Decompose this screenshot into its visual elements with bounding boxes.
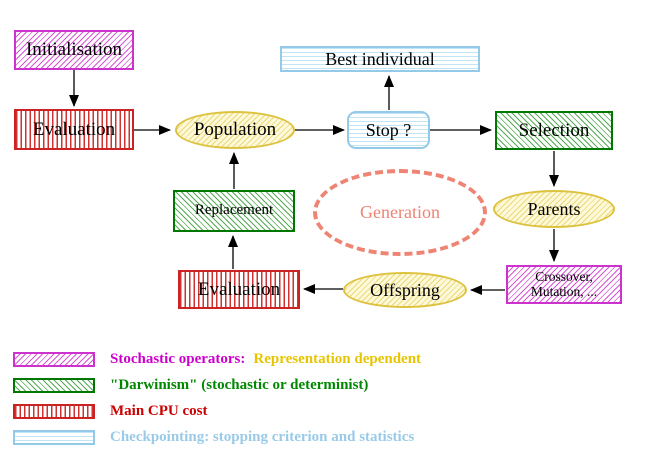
node-crossover-label-line2: Mutation, ... <box>530 283 598 299</box>
node-initialisation-label: Initialisation <box>25 39 123 61</box>
node-evaluation-top: Evaluation <box>14 109 134 150</box>
node-parents: Parents <box>493 190 615 228</box>
legend-swatch-magenta-diagonal <box>13 352 95 367</box>
node-selection-label: Selection <box>518 119 590 141</box>
node-evaluation-bottom-label: Evaluation <box>197 278 281 300</box>
legend-swatch-cyan-horizontal <box>13 430 95 445</box>
node-evaluation-top-label: Evaluation <box>32 118 116 140</box>
legend-label-checkpointing: Checkpointing: stopping criterion and st… <box>110 429 415 445</box>
node-offspring: Offspring <box>343 272 467 308</box>
node-generation-label: Generation <box>360 202 440 223</box>
node-stop-label: Stop ? <box>365 119 412 140</box>
node-selection: Selection <box>495 111 613 150</box>
node-evaluation-bottom: Evaluation <box>178 270 300 309</box>
node-initialisation: Initialisation <box>14 30 134 70</box>
node-replacement-label: Replacement <box>194 202 274 219</box>
legend-label-darwinism: "Darwinism" (stochastic or determinist) <box>110 377 369 393</box>
legend-swatch-red-vertical <box>13 404 95 419</box>
node-best-individual: Best individual <box>280 46 480 72</box>
node-replacement: Replacement <box>173 190 295 232</box>
node-offspring-label: Offspring <box>370 279 440 300</box>
node-crossover-mutation: Crossover, Mutation, ... <box>506 265 622 304</box>
node-population-label: Population <box>193 119 277 141</box>
node-population: Population <box>175 111 295 149</box>
node-crossover-label-line1: Crossover, <box>535 269 593 285</box>
node-generation-cycle: Generation <box>313 169 487 256</box>
legend-swatch-green-diagonal <box>13 378 95 393</box>
node-best-individual-label: Best individual <box>325 48 435 69</box>
legend-label-stochastic-operators: Stochastic operators:Representation depe… <box>110 351 422 367</box>
legend-label-main-cpu-cost: Main CPU cost <box>110 403 208 419</box>
node-stop: Stop ? <box>347 111 430 149</box>
node-parents-label: Parents <box>527 198 581 219</box>
